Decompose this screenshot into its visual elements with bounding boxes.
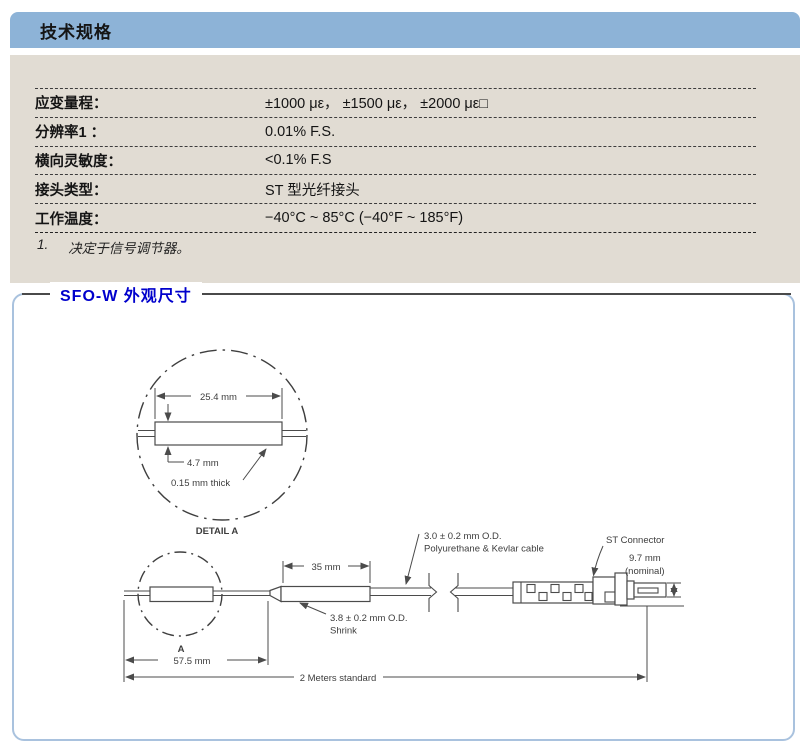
cable-label-line2: Polyurethane & Kevlar cable: [424, 544, 544, 555]
dimensions-panel-legend: SFO-W 外观尺寸: [22, 281, 791, 307]
shrink-label-line2: Shrink: [330, 626, 357, 637]
detail-circle: [136, 349, 308, 521]
ferrule-bore: [637, 587, 659, 594]
spec-row-connector-type: 接头类型： ST 型光纤接头: [35, 174, 756, 203]
legend-rule-right: [201, 293, 791, 295]
dimension-25-4-label: 25.4 mm: [200, 392, 237, 403]
spec-value: −40°C ~ 85°C (−40°F ~ 185°F): [265, 210, 464, 227]
spec-row-strain-range: 应变量程： ±1000 με， ±1500 με， ±2000 με□: [35, 88, 756, 117]
ferrule: [633, 582, 667, 598]
dimension-9-7-label-line1: 9.7 mm: [629, 553, 661, 564]
bare-fiber-lines: [124, 590, 270, 597]
section-header: 技术规格: [10, 12, 800, 48]
detail-fiber-lines: [138, 429, 306, 438]
dimension-35-label: 35 mm: [311, 562, 340, 573]
spec-label: 接头类型：: [35, 182, 108, 199]
shrink-tube: [280, 585, 371, 603]
cable-break-right: [449, 573, 459, 612]
dimension-9-7-label-line2: (nominal): [625, 566, 665, 577]
cable-lines: [370, 587, 513, 597]
footnote: 1. 决定于信号调节器。: [37, 237, 190, 257]
spec-table: 应变量程： ±1000 με， ±1500 με， ±2000 με□ 分辨率1…: [35, 88, 756, 233]
gauge-detail-circle: [137, 551, 223, 637]
spec-row-transverse-sensitivity: 横向灵敏度： <0.1% F.S: [35, 145, 756, 175]
thickness-callout: 0.15 mm thick: [171, 448, 267, 489]
connector-step: [626, 580, 635, 600]
shrink-callout: 3.8 ± 0.2 mm O.D. Shrink: [299, 602, 408, 637]
sensor-body: [149, 586, 214, 603]
spec-label: 工作温度：: [35, 211, 108, 228]
cable-break-left: [428, 573, 438, 612]
footnote-text: 决定于信号调节器。: [68, 241, 190, 256]
dimension-2-meters-label: 2 Meters standard: [300, 673, 377, 684]
dimensions-panel: SFO-W 外观尺寸 25.4: [12, 282, 795, 741]
spec-label: 分辨率1 ：: [35, 125, 106, 142]
section-title: 技术规格: [40, 22, 112, 42]
dimension-35: 35 mm: [282, 561, 371, 583]
detail-a-view: 25.4 mm 4.7 mm 0.15 mm thick DETAIL A: [136, 349, 308, 537]
spec-row-operating-temperature: 工作温度： −40°C ~ 85°C (−40°F ~ 185°F): [35, 203, 756, 233]
spec-label: 横向灵敏度：: [35, 153, 122, 170]
shrink-label-line1: 3.8 ± 0.2 mm O.D.: [330, 613, 408, 624]
spec-value: ±1000 με， ±1500 με， ±2000 με□: [265, 96, 489, 113]
dimensions-panel-title: SFO-W 外观尺寸: [50, 282, 202, 306]
st-connector-label: ST Connector: [606, 535, 664, 546]
dimension-4-7: 4.7 mm: [164, 404, 219, 469]
thickness-label: 0.15 mm thick: [171, 478, 230, 489]
shrink-tube-taper: [269, 585, 282, 603]
spec-row-resolution: 分辨率1 ： 0.01% F.S.: [35, 116, 756, 146]
dimension-drawing: 25.4 mm 4.7 mm 0.15 mm thick DETAIL A: [123, 349, 684, 684]
assembly-view: 35 mm 3.8 ± 0.2 mm O.D. Shrink 3.0 ± 0.2…: [123, 531, 684, 684]
spec-label: 应变量程：: [35, 96, 108, 113]
detail-a-caption: DETAIL A: [196, 526, 239, 537]
detail-sensor-body: [154, 421, 283, 446]
dimension-4-7-label: 4.7 mm: [187, 458, 219, 469]
dimension-57-5: 57.5 mm A: [125, 644, 267, 667]
spec-value: ST 型光纤接头: [265, 182, 360, 199]
legend-rule-left: [22, 293, 50, 295]
spec-value: 0.01% F.S.: [265, 123, 336, 140]
dimension-2-meters: 2 Meters standard: [125, 673, 646, 684]
connector-flange: [614, 572, 628, 606]
spec-panel: 应变量程： ±1000 με， ±1500 με， ±2000 με□ 分辨率1…: [10, 55, 800, 283]
cable-label-line1: 3.0 ± 0.2 mm O.D.: [424, 531, 502, 542]
st-connector-callout: ST Connector: [591, 535, 664, 577]
dimension-25-4: 25.4 mm: [154, 388, 283, 419]
st-connector-drawing: [512, 572, 667, 606]
dimension-57-5-label: 57.5 mm: [174, 656, 211, 667]
connector-body: [592, 576, 616, 605]
footnote-number: 1.: [37, 237, 49, 252]
cable-callout: 3.0 ± 0.2 mm O.D. Polyurethane & Kevlar …: [404, 531, 544, 585]
spec-value: <0.1% F.S: [265, 152, 332, 169]
dimension-9-7: 9.7 mm (nominal): [625, 553, 681, 598]
detail-reference-label: A: [178, 644, 185, 655]
